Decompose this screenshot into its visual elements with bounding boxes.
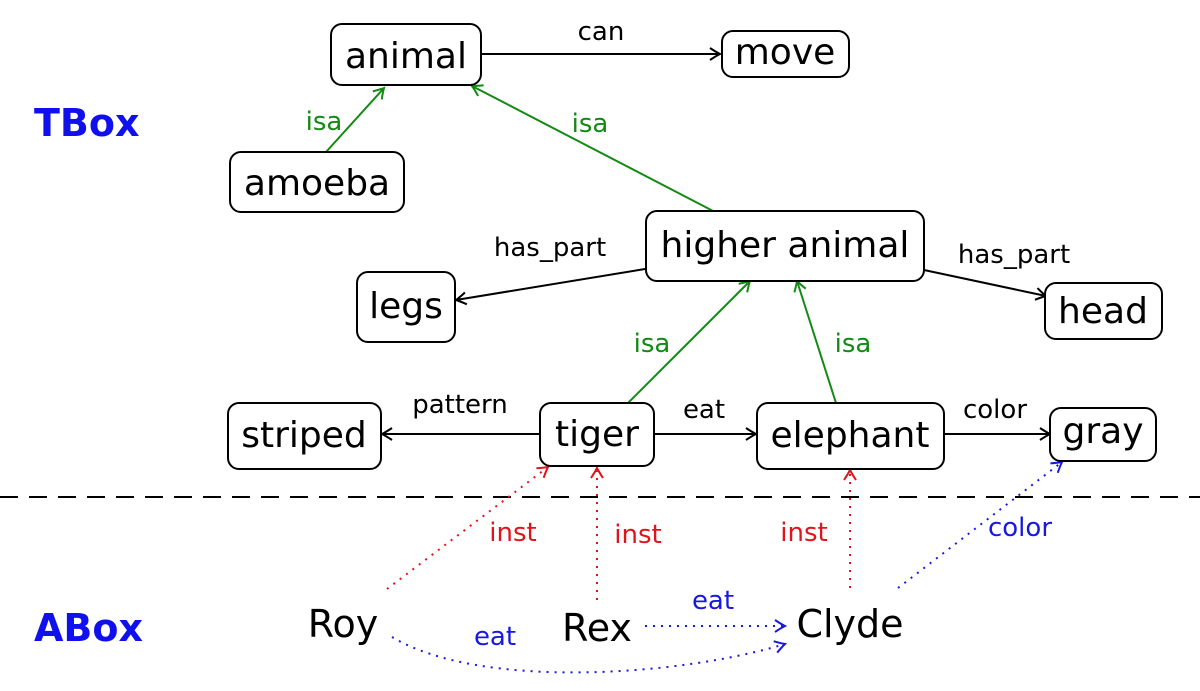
concept-label: move bbox=[735, 32, 836, 73]
concept-node-higher-animal: higher animal bbox=[645, 210, 925, 282]
concept-node-move: move bbox=[721, 30, 850, 78]
label-has-part-head: has_part bbox=[958, 240, 1070, 270]
label-inst-rex: inst bbox=[614, 520, 661, 550]
concept-label: head bbox=[1058, 291, 1148, 332]
label-has-part-legs: has_part bbox=[494, 233, 606, 263]
edge-labels: can isa isa has_part has_part isa isa pa… bbox=[306, 17, 1070, 652]
edge-higher-has-part-head bbox=[923, 269, 1046, 296]
edge-elephant-isa-higher bbox=[797, 281, 837, 404]
edge-amoeba-isa-animal bbox=[325, 88, 384, 153]
individual-roy: Roy bbox=[308, 602, 378, 646]
concept-node-gray: gray bbox=[1049, 407, 1157, 462]
abox-edges bbox=[386, 462, 1062, 674]
label-pattern: pattern bbox=[412, 390, 508, 420]
concept-node-animal: animal bbox=[330, 23, 482, 86]
label-eat-tbox: eat bbox=[683, 395, 725, 425]
label-eat-rex: eat bbox=[692, 586, 734, 616]
individual-rex: Rex bbox=[562, 606, 632, 650]
label-color-tbox: color bbox=[963, 395, 1027, 425]
label-eat-roy: eat bbox=[474, 622, 516, 652]
edge-higher-isa-animal bbox=[472, 86, 716, 213]
concept-node-amoeba: amoeba bbox=[229, 151, 405, 213]
concept-label: tiger bbox=[555, 414, 639, 455]
edge-tiger-isa-higher bbox=[627, 281, 750, 404]
concept-label: striped bbox=[241, 415, 367, 456]
tbox-label: TBox bbox=[34, 101, 140, 145]
concept-label: elephant bbox=[771, 415, 930, 456]
label-isa-elephant: isa bbox=[835, 329, 872, 359]
label-isa-higher: isa bbox=[572, 109, 609, 139]
label-inst-roy: inst bbox=[489, 518, 536, 548]
label-can: can bbox=[578, 17, 625, 47]
label-color-abox: color bbox=[988, 513, 1052, 543]
concept-label: higher animal bbox=[661, 225, 910, 266]
edge-roy-inst-tiger bbox=[386, 467, 548, 590]
concept-label: gray bbox=[1062, 411, 1143, 452]
concept-node-legs: legs bbox=[356, 271, 456, 343]
label-isa-tiger: isa bbox=[634, 329, 671, 359]
individual-clyde: Clyde bbox=[796, 602, 903, 646]
concept-node-elephant: elephant bbox=[756, 402, 945, 470]
concept-label: legs bbox=[369, 286, 443, 327]
concept-label: amoeba bbox=[244, 163, 390, 204]
edge-higher-has-part-legs bbox=[456, 268, 646, 300]
label-inst-clyde: inst bbox=[780, 518, 827, 548]
concept-node-tiger: tiger bbox=[539, 402, 655, 467]
concept-node-striped: striped bbox=[227, 402, 382, 470]
tbox-edges bbox=[325, 54, 1050, 434]
label-isa-amoeba: isa bbox=[306, 107, 343, 137]
concept-node-head: head bbox=[1044, 282, 1163, 340]
edge-roy-eat-clyde bbox=[391, 636, 785, 674]
abox-label: ABox bbox=[34, 606, 143, 650]
concept-label: animal bbox=[345, 36, 467, 77]
